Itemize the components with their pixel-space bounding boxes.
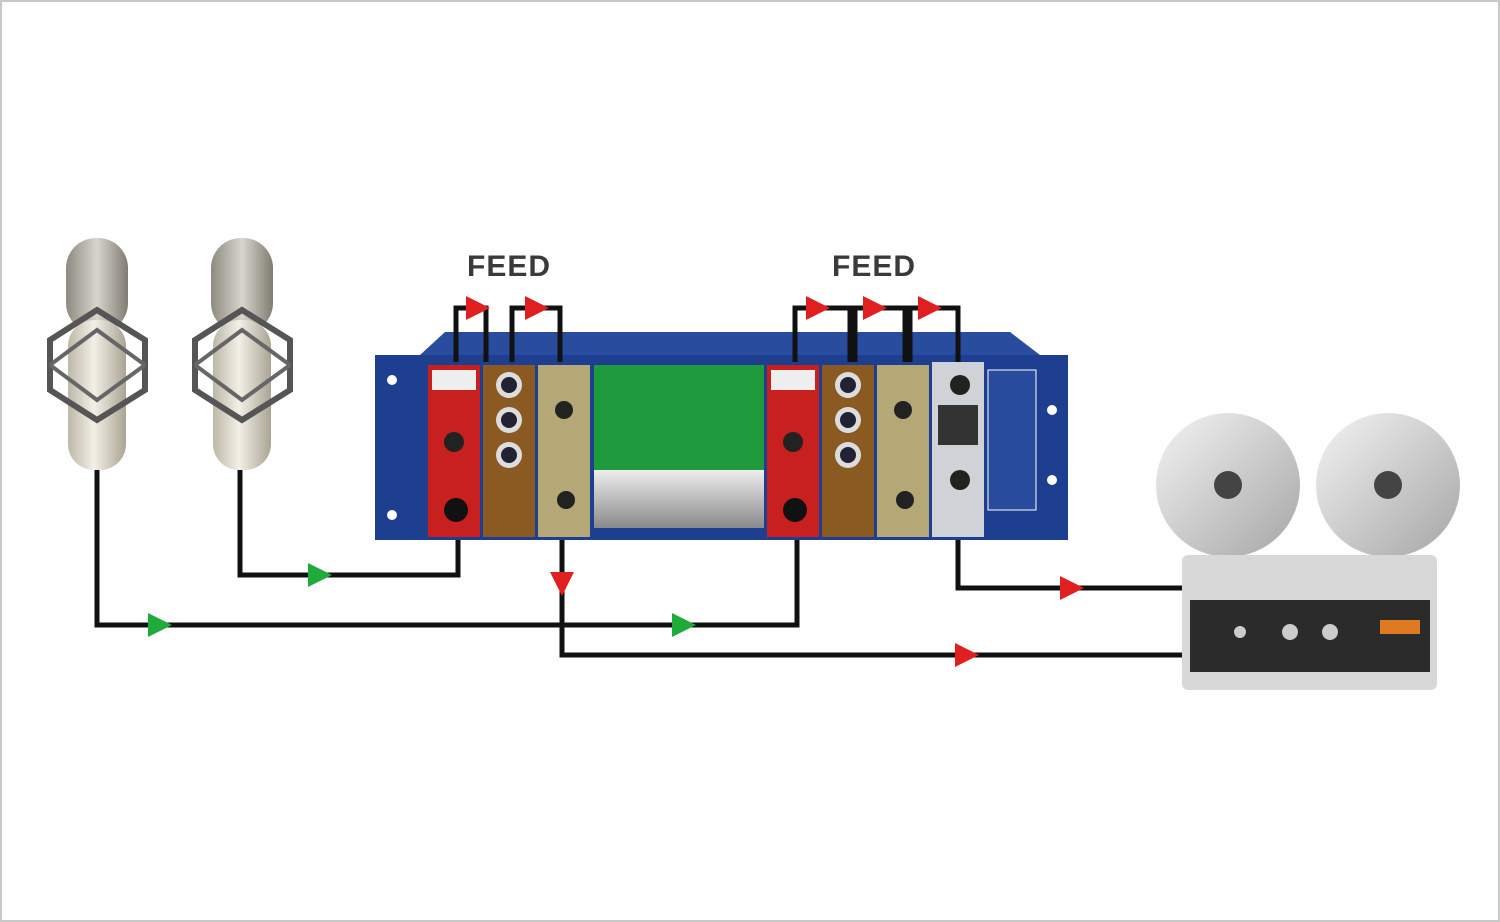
red-arrow-icon xyxy=(466,296,490,320)
feed-label-left: FEED xyxy=(467,250,552,283)
red-arrow-icon xyxy=(918,296,942,320)
feed-label-right: FEED xyxy=(832,250,917,283)
output-module xyxy=(932,362,984,537)
microphone-1 xyxy=(47,238,148,470)
preamp-module-2 xyxy=(767,365,819,537)
red-arrow-icon xyxy=(806,296,830,320)
green-arrow-icon xyxy=(148,613,172,637)
red-arrow-icon xyxy=(525,296,549,320)
comp-module-2 xyxy=(877,365,929,537)
red-arrow-icon xyxy=(863,296,887,320)
cable-mic1-to-preamp2 xyxy=(94,470,800,628)
green-arrow-icon xyxy=(672,613,696,637)
signal-arrows xyxy=(148,296,1084,667)
comp-module-1 xyxy=(538,365,590,537)
rack-500-series xyxy=(375,332,1068,540)
reel-to-reel-tape-machine xyxy=(1156,413,1460,690)
microphone-2 xyxy=(192,238,293,470)
red-arrow-icon xyxy=(550,572,574,596)
green-arrow-icon xyxy=(308,563,332,587)
eq-module-2 xyxy=(822,365,874,537)
red-arrow-icon xyxy=(1060,576,1084,600)
cable-comp1-to-tape xyxy=(559,540,1182,658)
red-arrow-icon xyxy=(955,643,979,667)
preamp-module-1 xyxy=(428,365,480,537)
eq-module-1 xyxy=(483,365,535,537)
empty-slots xyxy=(594,365,764,528)
cable-mic2-to-preamp1 xyxy=(237,470,461,578)
cable-output-to-tape xyxy=(955,540,1182,591)
